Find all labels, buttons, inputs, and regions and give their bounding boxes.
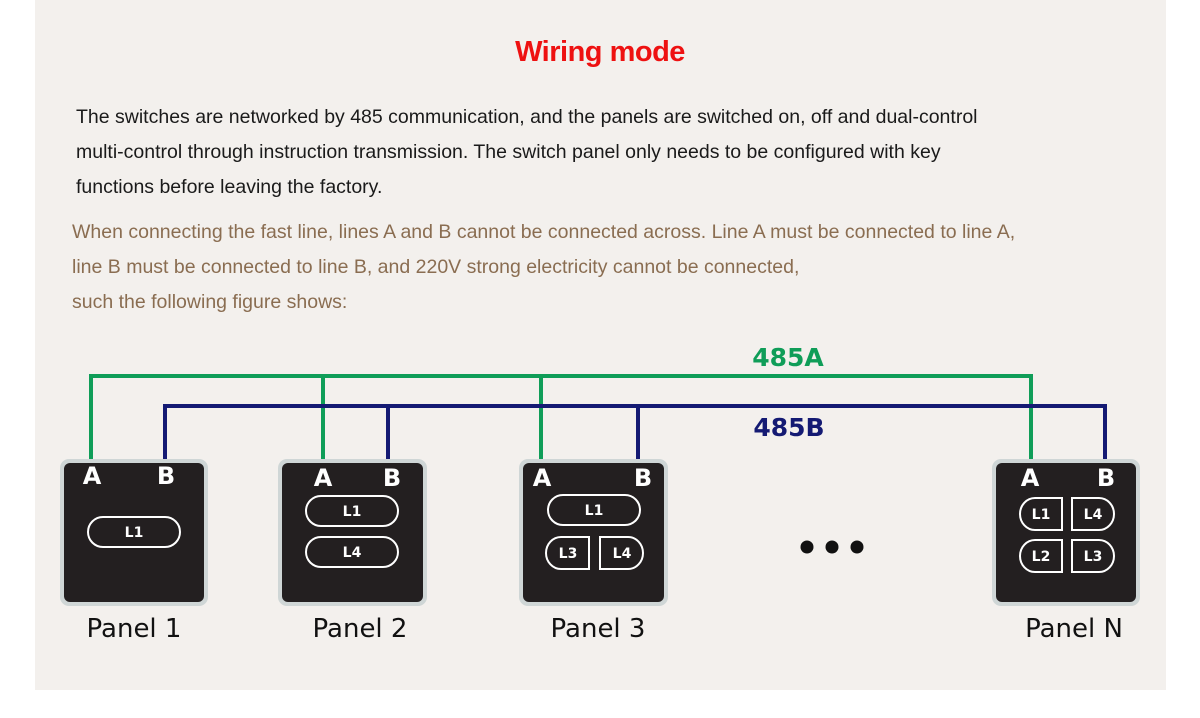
key-label: L4	[613, 546, 632, 562]
panel-name: Panel N	[1025, 614, 1123, 644]
terminal-a-label: A	[83, 462, 102, 490]
intro-line: The switches are networked by 485 commun…	[76, 106, 978, 128]
key-label: L3	[1084, 549, 1103, 565]
note-line: When connecting the fast line, lines A a…	[72, 221, 1016, 243]
terminal-b-label: B	[383, 464, 401, 492]
key-button	[1071, 539, 1115, 573]
key-label: L2	[1032, 549, 1051, 565]
intro-paragraph: The switches are networked by 485 commun…	[76, 100, 1136, 205]
bus-b-trunk	[163, 404, 1107, 460]
key-label: L1	[343, 504, 362, 520]
panel-name: Panel 2	[313, 614, 408, 644]
key-button	[1071, 497, 1115, 531]
key-label: L4	[343, 545, 362, 561]
ellipsis-dot	[850, 540, 864, 554]
key-label: L4	[1084, 507, 1103, 523]
key-button	[545, 536, 590, 570]
key-button	[547, 494, 641, 526]
intro-line: multi-control through instruction transm…	[76, 141, 941, 163]
terminal-a-label: A	[314, 464, 333, 492]
key-button	[599, 536, 644, 570]
terminal-a-label: A	[1021, 464, 1040, 492]
key-label: L1	[585, 503, 604, 519]
bus-485b	[163, 404, 1107, 460]
panel-body	[282, 463, 423, 602]
key-button	[305, 536, 399, 568]
page-title: Wiring mode	[515, 36, 685, 68]
bus-485b-label: 485B	[753, 413, 824, 442]
note-line: line B must be connected to line B, and …	[72, 256, 800, 278]
note-line: such the following figure shows:	[72, 291, 348, 313]
panel-name: Panel 1	[87, 614, 182, 644]
panel-body	[523, 463, 664, 602]
ellipsis-dot	[825, 540, 839, 554]
intro-line: functions before leaving the factory.	[76, 176, 383, 198]
panel-3: A B L1 L3 L4 Panel 3	[519, 459, 668, 644]
terminal-b-label: B	[157, 462, 175, 490]
terminal-b-label: B	[1097, 464, 1115, 492]
panel-name: Panel 3	[551, 614, 646, 644]
key-label: L1	[1032, 507, 1051, 523]
key-label: L1	[125, 525, 144, 541]
ellipsis-dot	[800, 540, 814, 554]
panel-2: A B L1 L4 Panel 2	[278, 459, 427, 644]
more-panels-ellipsis	[800, 540, 864, 554]
bus-485a-label: 485A	[752, 343, 824, 372]
key-label: L3	[559, 546, 578, 562]
key-button	[87, 516, 181, 548]
key-button	[1019, 497, 1063, 531]
terminal-a-label: A	[533, 464, 552, 492]
key-button	[305, 495, 399, 527]
panel-n: A B L1 L4 L2 L3 Panel N	[992, 459, 1140, 644]
panel-1: A B L1 Panel 1	[60, 459, 208, 644]
key-button	[1019, 539, 1063, 573]
terminal-b-label: B	[634, 464, 652, 492]
panel-body	[64, 463, 204, 602]
bus-a-trunk	[89, 374, 1033, 460]
wiring-note-paragraph: When connecting the fast line, lines A a…	[72, 215, 1142, 320]
bus-485a	[89, 374, 1033, 460]
